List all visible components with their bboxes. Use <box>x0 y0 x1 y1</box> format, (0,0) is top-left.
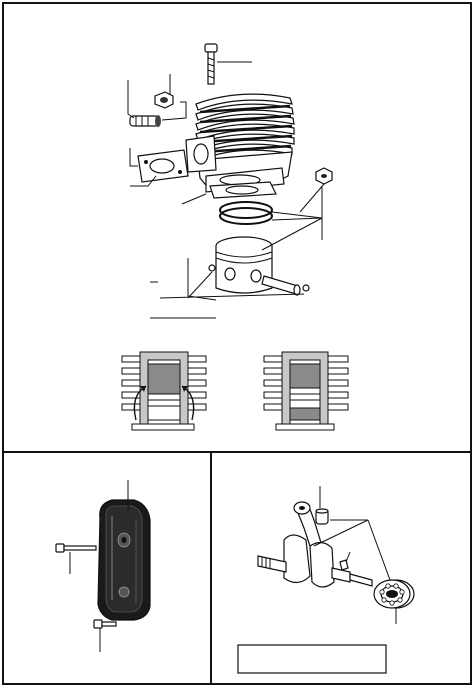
gasket-icon <box>137 149 189 183</box>
bearing-icon <box>373 579 415 609</box>
muffler-panel <box>55 480 151 652</box>
leader-base-gasket <box>181 193 207 205</box>
bushing-icon <box>315 508 329 525</box>
small-nut-icon <box>315 167 333 185</box>
leader-intake <box>130 175 157 187</box>
base-gasket-icon <box>209 181 277 199</box>
muffler-screw-icon <box>93 619 117 629</box>
stud-icon <box>129 115 161 127</box>
leader-gasket <box>129 148 138 167</box>
cylinder-bolt-icon <box>204 43 218 85</box>
crankshaft-icon <box>257 501 373 588</box>
cylinder-icon <box>185 93 295 193</box>
note-box <box>237 644 387 674</box>
leader-lines-crank <box>313 519 397 624</box>
cross-section-right <box>263 351 349 431</box>
muffler-icon <box>97 499 151 621</box>
circlip-icon <box>208 264 216 272</box>
cylinder-piston-panel <box>121 43 349 431</box>
piston-icon <box>215 236 273 294</box>
crankshaft-panel <box>237 486 415 674</box>
circlip-icon <box>302 284 310 292</box>
nut-icon <box>154 91 174 109</box>
piston-ring-icon <box>219 201 273 225</box>
leader-lines-rings <box>150 183 325 319</box>
leader-washer <box>161 101 187 121</box>
piston-pin-icon <box>261 275 301 296</box>
cross-section-left <box>121 351 207 431</box>
muffler-bolt-icon <box>55 543 97 553</box>
leader-stud <box>127 80 135 119</box>
